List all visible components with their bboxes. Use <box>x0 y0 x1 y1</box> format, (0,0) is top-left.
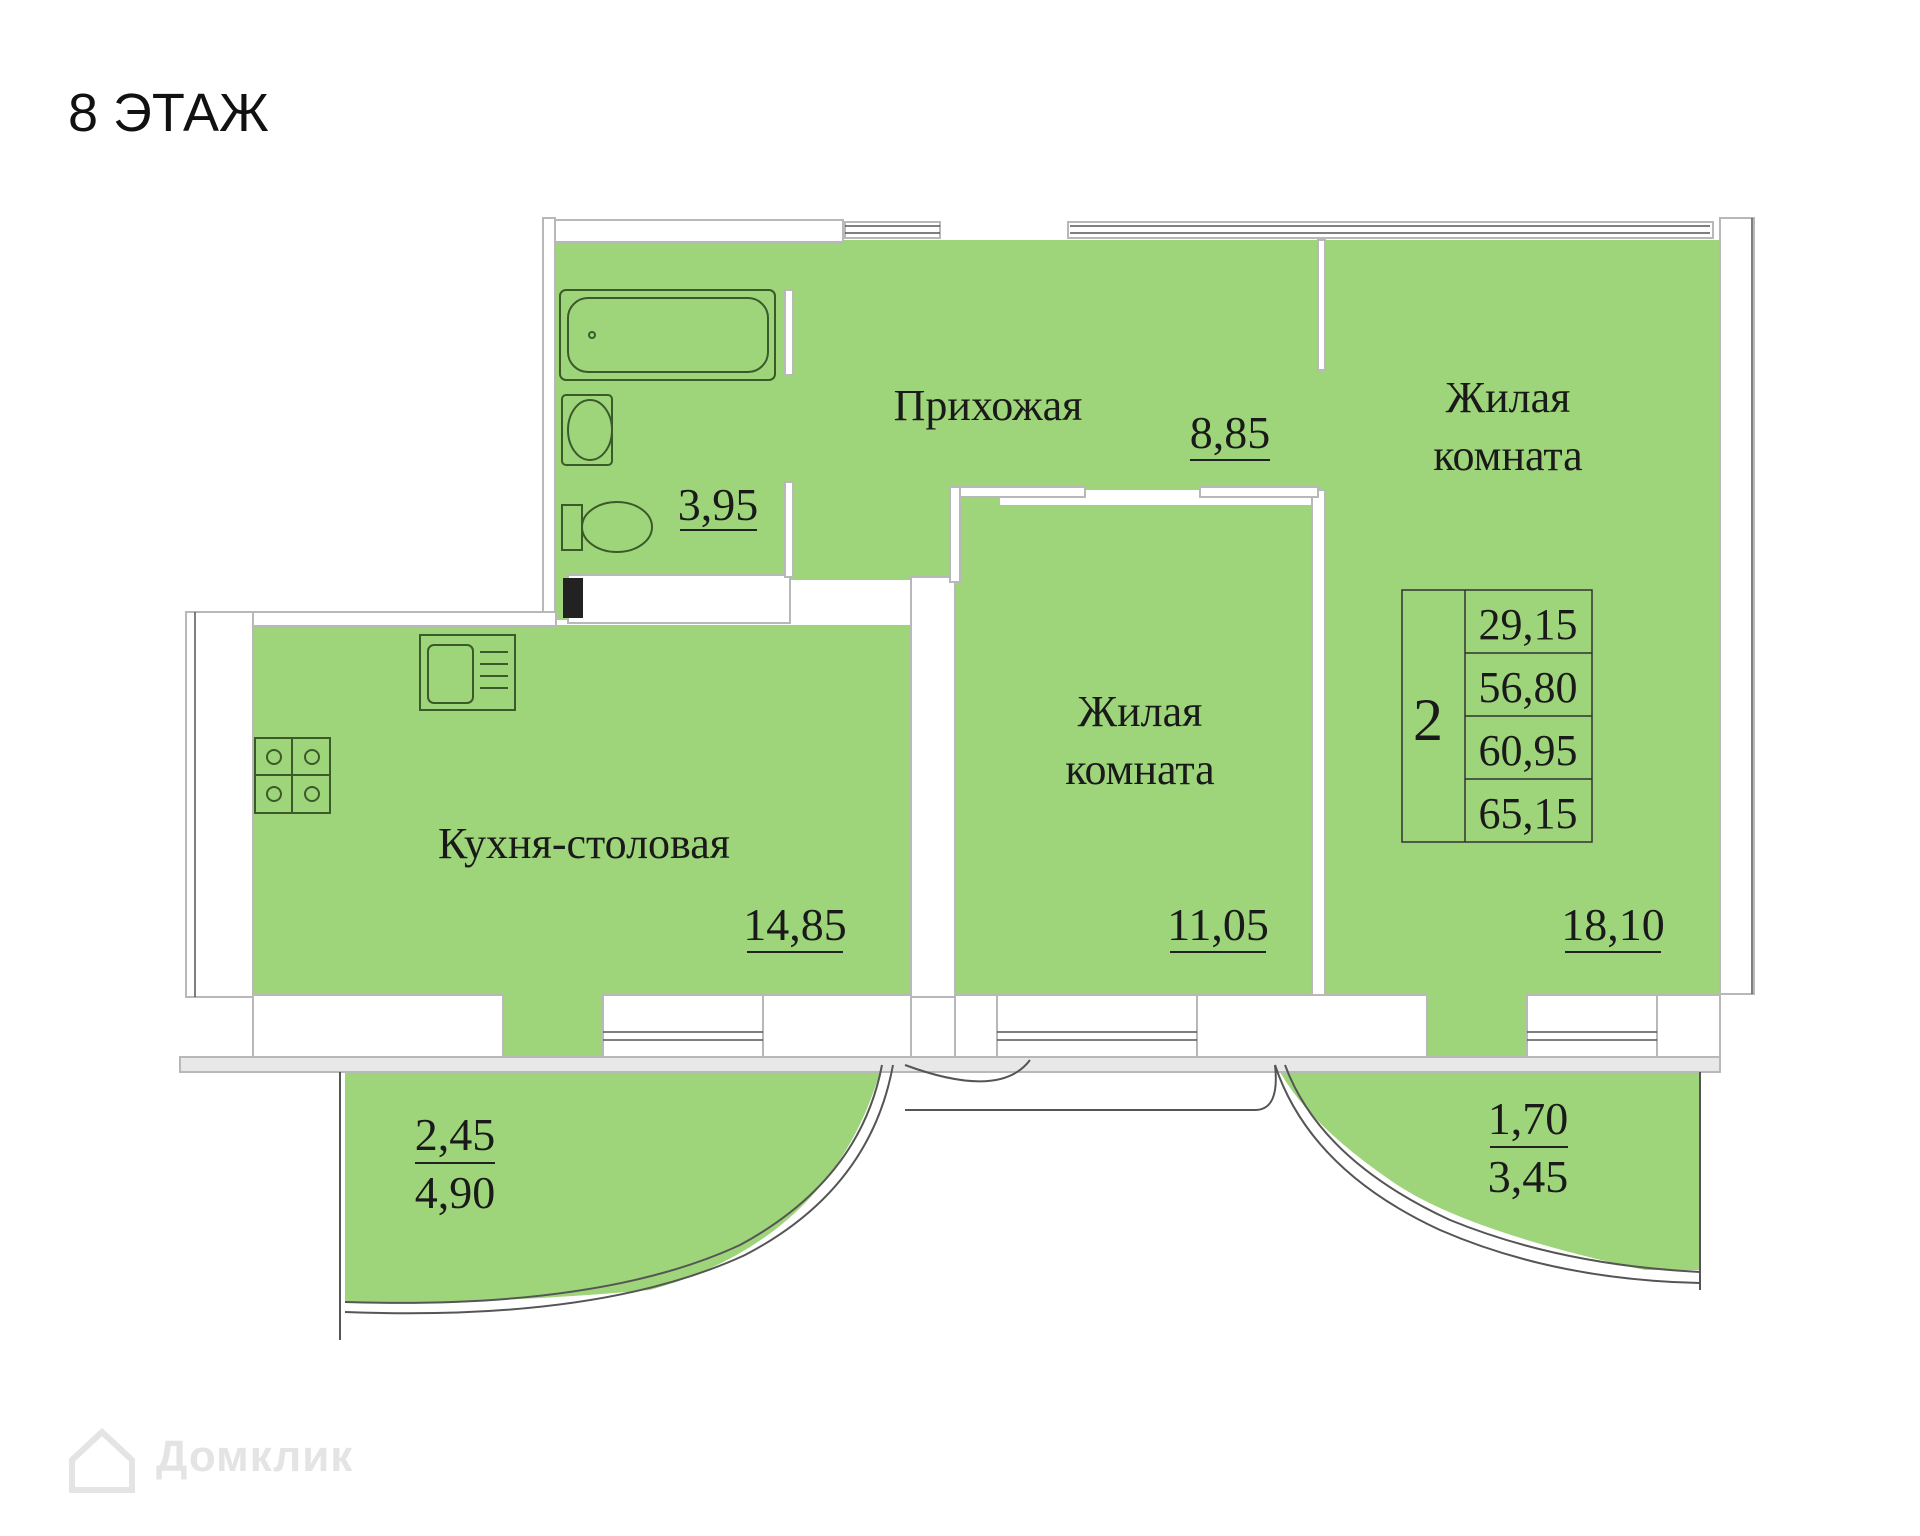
kitchen-sink-icon <box>419 634 516 711</box>
balcony-right-floor <box>1280 1072 1700 1270</box>
windows <box>194 218 1753 1041</box>
wall-living-small-top-left <box>949 486 1086 498</box>
hall-name: Прихожая <box>894 381 1083 430</box>
wall-bottom-2 <box>762 994 912 1058</box>
wall-top-right <box>1067 221 1714 239</box>
living-large-name-line2: комната <box>1433 431 1582 480</box>
bathroom-area: 3,95 <box>678 479 759 530</box>
living-small-name-line2: комната <box>1065 745 1214 794</box>
vent-shaft <box>563 578 583 618</box>
balcony-left-area-bottom: 4,90 <box>415 1167 496 1218</box>
bathtub-icon <box>559 289 776 381</box>
wall-upper-partition <box>1317 239 1326 371</box>
wall-top-left <box>552 219 844 243</box>
wall-living-small-left <box>949 486 961 583</box>
wall-kitchen-living <box>910 576 956 998</box>
total-area-4: 65,15 <box>1479 789 1578 838</box>
total-area-2: 56,80 <box>1479 663 1578 712</box>
living-small-area: 11,05 <box>1167 899 1269 950</box>
wall-bottom-window-3 <box>1526 994 1658 1058</box>
total-area-3: 60,95 <box>1479 726 1578 775</box>
living-large-area: 18,10 <box>1561 899 1665 950</box>
living-small-floor <box>955 505 1312 997</box>
room-labels: Прихожая 8,85 3,95 Жилая комната 18,10 Ж… <box>415 373 1665 1218</box>
wall-living-small-top-right <box>1199 486 1319 498</box>
watermark: Домклик <box>156 1432 354 1481</box>
total-area-1: 29,15 <box>1479 600 1578 649</box>
kitchen-area: 14,85 <box>743 899 847 950</box>
wall-bath-left <box>542 217 556 627</box>
balcony-left-area-top: 2,45 <box>415 1109 496 1160</box>
balcony-right-area-top: 1,70 <box>1488 1093 1569 1144</box>
stove-icon <box>254 737 331 814</box>
wall-bottom-window-2 <box>996 994 1198 1058</box>
wall-living-living <box>1311 489 1326 996</box>
wall-kitchen-left <box>185 611 254 998</box>
rooms-count: 2 <box>1413 687 1443 753</box>
living-small-name-line1: Жилая <box>1078 687 1203 736</box>
hall-area: 8,85 <box>1190 407 1271 458</box>
fixtures <box>254 289 776 814</box>
wall-top-window-1 <box>844 221 941 239</box>
balcony-right-area-bottom: 3,45 <box>1488 1151 1569 1202</box>
slab-line <box>179 1056 1721 1073</box>
wall-bottom-window-1 <box>602 994 764 1058</box>
wall-right-outer <box>1719 217 1755 995</box>
living-large-name-line1: Жилая <box>1446 373 1571 422</box>
wall-bath-right-top <box>784 289 794 376</box>
domclick-logo-icon <box>69 1427 135 1493</box>
wall-bath-right-bottom <box>784 481 794 578</box>
kitchen-name: Кухня-столовая <box>438 819 730 868</box>
wall-bottom-5 <box>1656 994 1721 1058</box>
wall-bottom-3 <box>954 994 998 1058</box>
kitchen-floor <box>253 625 911 997</box>
floor-areas <box>253 240 1720 1303</box>
floor-label: 8 ЭТАЖ <box>68 83 269 143</box>
balcony-rails <box>339 1059 1701 1340</box>
wall-bath-bottom <box>567 574 791 624</box>
balcony-left-floor <box>345 1072 880 1303</box>
wall-bottom-1 <box>252 994 504 1058</box>
living-large-floor <box>1325 240 1720 997</box>
area-summary-table: 2 29,15 56,80 60,95 65,15 <box>1401 589 1593 843</box>
wall-bottom-4 <box>1196 994 1428 1058</box>
